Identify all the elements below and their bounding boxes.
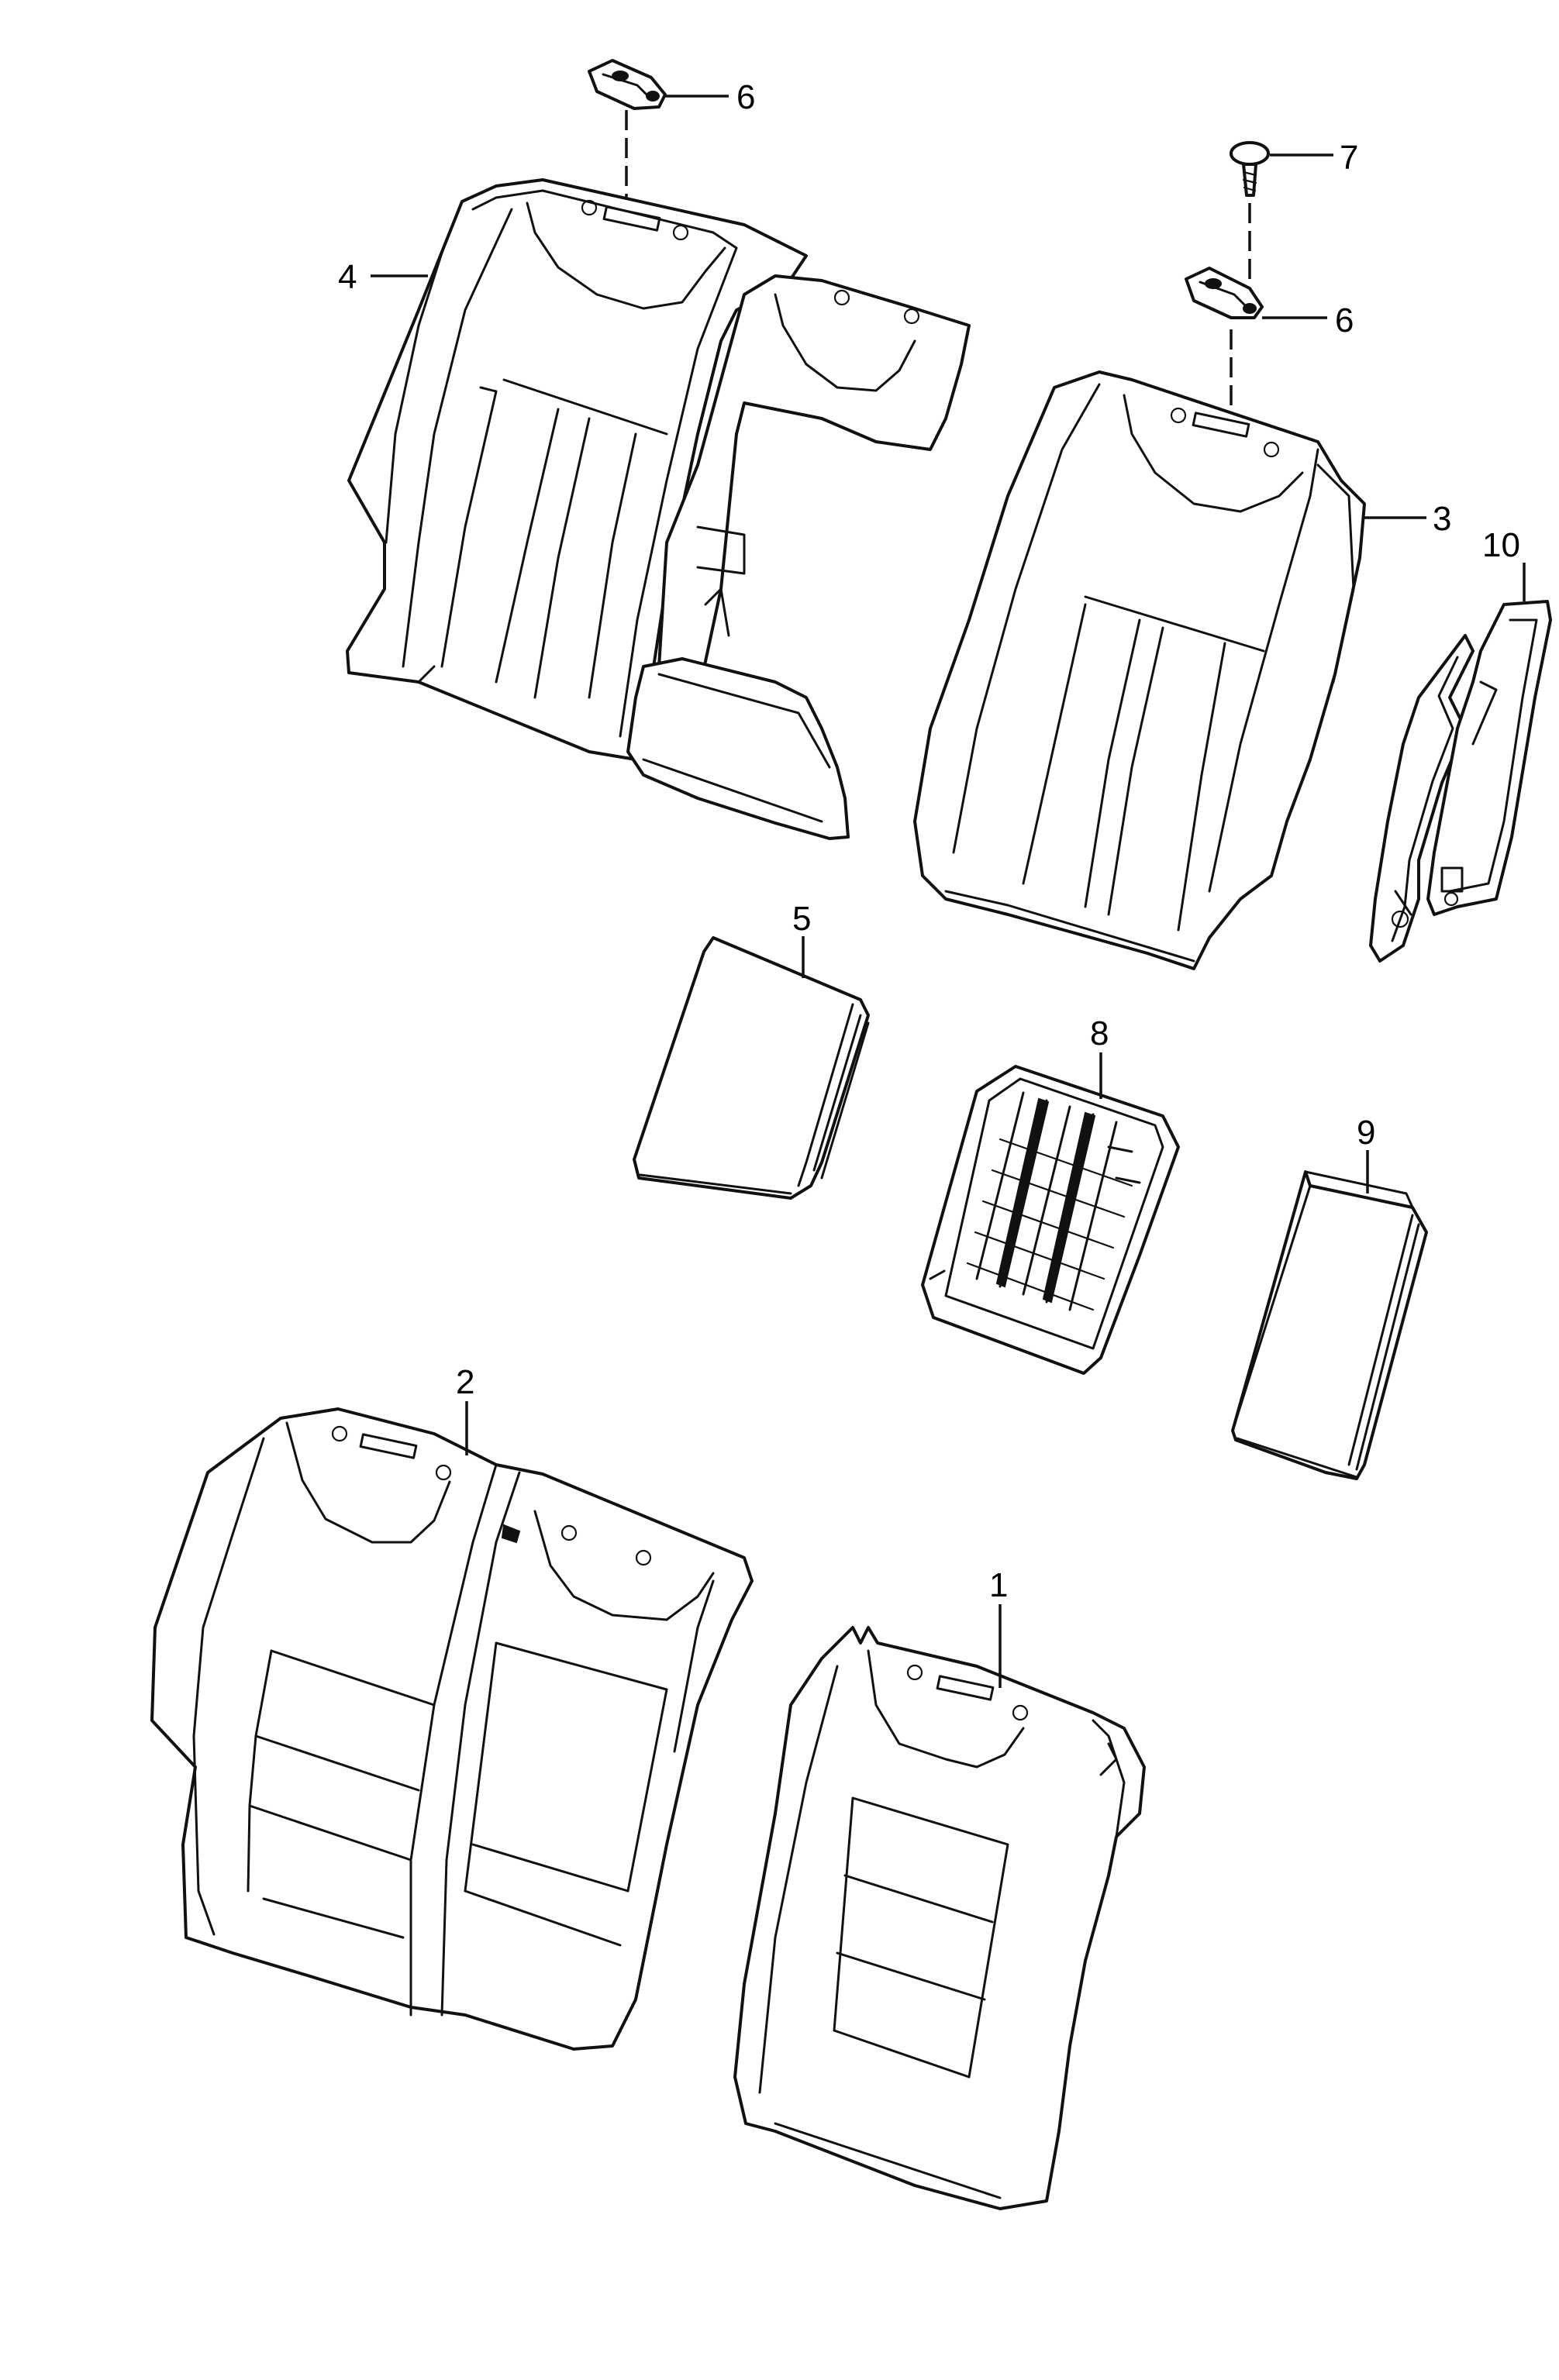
part-5-foam-pad[interactable] <box>633 936 870 1200</box>
part-7-screw[interactable] <box>1230 141 1270 197</box>
callout-2: 2 <box>456 1363 474 1401</box>
part-10-side-panels[interactable] <box>1369 600 1552 963</box>
callout-1: 1 <box>989 1566 1008 1604</box>
part-6-headrest-guide-right[interactable] <box>1185 267 1264 319</box>
part-9-foam-block[interactable] <box>1231 1170 1428 1480</box>
callout-5: 5 <box>792 900 811 938</box>
part-2-backrest-cover-split[interactable] <box>150 1407 754 2051</box>
callout-6-right: 6 <box>1335 301 1354 339</box>
callout-9: 9 <box>1357 1114 1375 1152</box>
callout-7: 7 <box>1340 139 1358 177</box>
part-6-headrest-guide-left[interactable] <box>588 59 667 110</box>
callout-3: 3 <box>1433 500 1451 538</box>
part-8-grid-insert[interactable] <box>921 1065 1180 1375</box>
part-1-backrest-cover[interactable] <box>733 1626 1146 2210</box>
callout-4: 4 <box>338 258 357 296</box>
callout-8: 8 <box>1090 1014 1109 1052</box>
part-3-backrest-cover[interactable] <box>913 370 1366 970</box>
callout-6-left: 6 <box>736 78 755 116</box>
callout-10: 10 <box>1482 526 1520 564</box>
part-4-backrest-cover-split[interactable] <box>346 178 971 840</box>
